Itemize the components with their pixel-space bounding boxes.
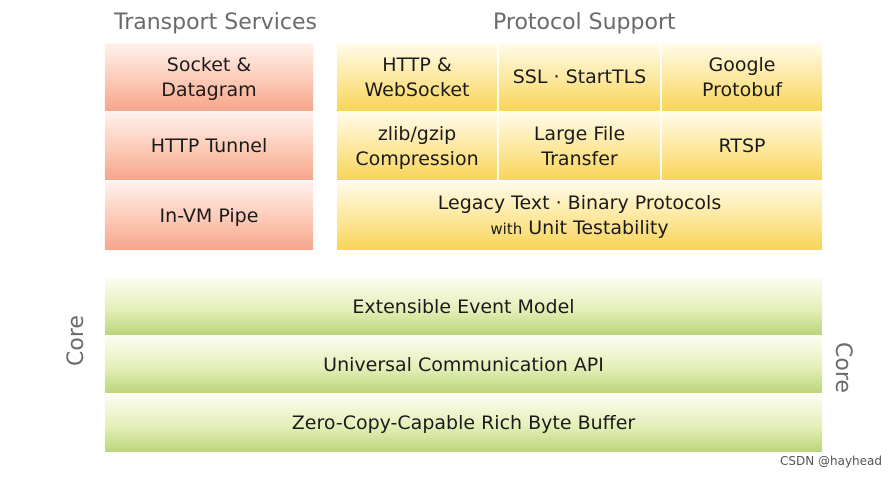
transport-http-tunnel: HTTP Tunnel xyxy=(104,112,314,181)
core-label-right: Core xyxy=(830,342,855,393)
core-label-left: Core xyxy=(64,315,89,366)
watermark: CSDN @hayhead xyxy=(779,454,882,468)
box-label: Datagram xyxy=(161,78,257,101)
box-label: Unit Testability xyxy=(528,216,669,239)
box-label: Large File xyxy=(533,122,626,145)
box-label-line: with Unit Testability xyxy=(490,216,668,242)
box-label: Compression xyxy=(355,147,479,170)
box-label: Protobuf xyxy=(701,78,782,101)
box-label: In-VM Pipe xyxy=(159,204,259,227)
transport-socket-datagram: Socket & Datagram xyxy=(104,43,314,112)
box-label: Extensible Event Model xyxy=(352,295,575,318)
box-label: Universal Communication API xyxy=(323,353,604,376)
box-label: WebSocket xyxy=(364,78,470,101)
protocol-zlib-gzip: zlib/gzip Compression xyxy=(336,112,498,181)
box-label: zlib/gzip xyxy=(377,122,457,145)
box-label: SSL · StartTLS xyxy=(512,66,647,88)
box-label: Legacy Text · Binary Protocols xyxy=(437,191,722,214)
transport-in-vm-pipe: In-VM Pipe xyxy=(104,181,314,251)
box-label: Zero-Copy-Capable Rich Byte Buffer xyxy=(291,412,636,434)
box-label: HTTP & xyxy=(382,53,452,76)
box-label: RTSP xyxy=(718,135,766,157)
box-label-prefix: with xyxy=(490,219,523,238)
core-zero-copy-byte-buffer: Zero-Copy-Capable Rich Byte Buffer xyxy=(104,394,823,453)
protocol-rtsp: RTSP xyxy=(661,112,823,181)
box-label: HTTP Tunnel xyxy=(150,135,268,157)
core-universal-communication-api: Universal Communication API xyxy=(104,336,823,394)
protocol-http-websocket: HTTP & WebSocket xyxy=(336,43,498,112)
core-extensible-event-model: Extensible Event Model xyxy=(104,278,823,336)
protocol-ssl-starttls: SSL · StartTLS xyxy=(498,43,661,112)
box-label: Google xyxy=(708,53,776,76)
protocol-support-heading: Protocol Support xyxy=(493,10,676,35)
protocol-google-protobuf: Google Protobuf xyxy=(661,43,823,112)
protocol-large-file-transfer: Large File Transfer xyxy=(498,112,661,181)
transport-services-heading: Transport Services xyxy=(114,10,317,35)
protocol-legacy-text-binary: Legacy Text · Binary Protocols with Unit… xyxy=(336,181,823,251)
box-label: Transfer xyxy=(541,147,618,170)
box-label: Socket & xyxy=(166,53,252,76)
